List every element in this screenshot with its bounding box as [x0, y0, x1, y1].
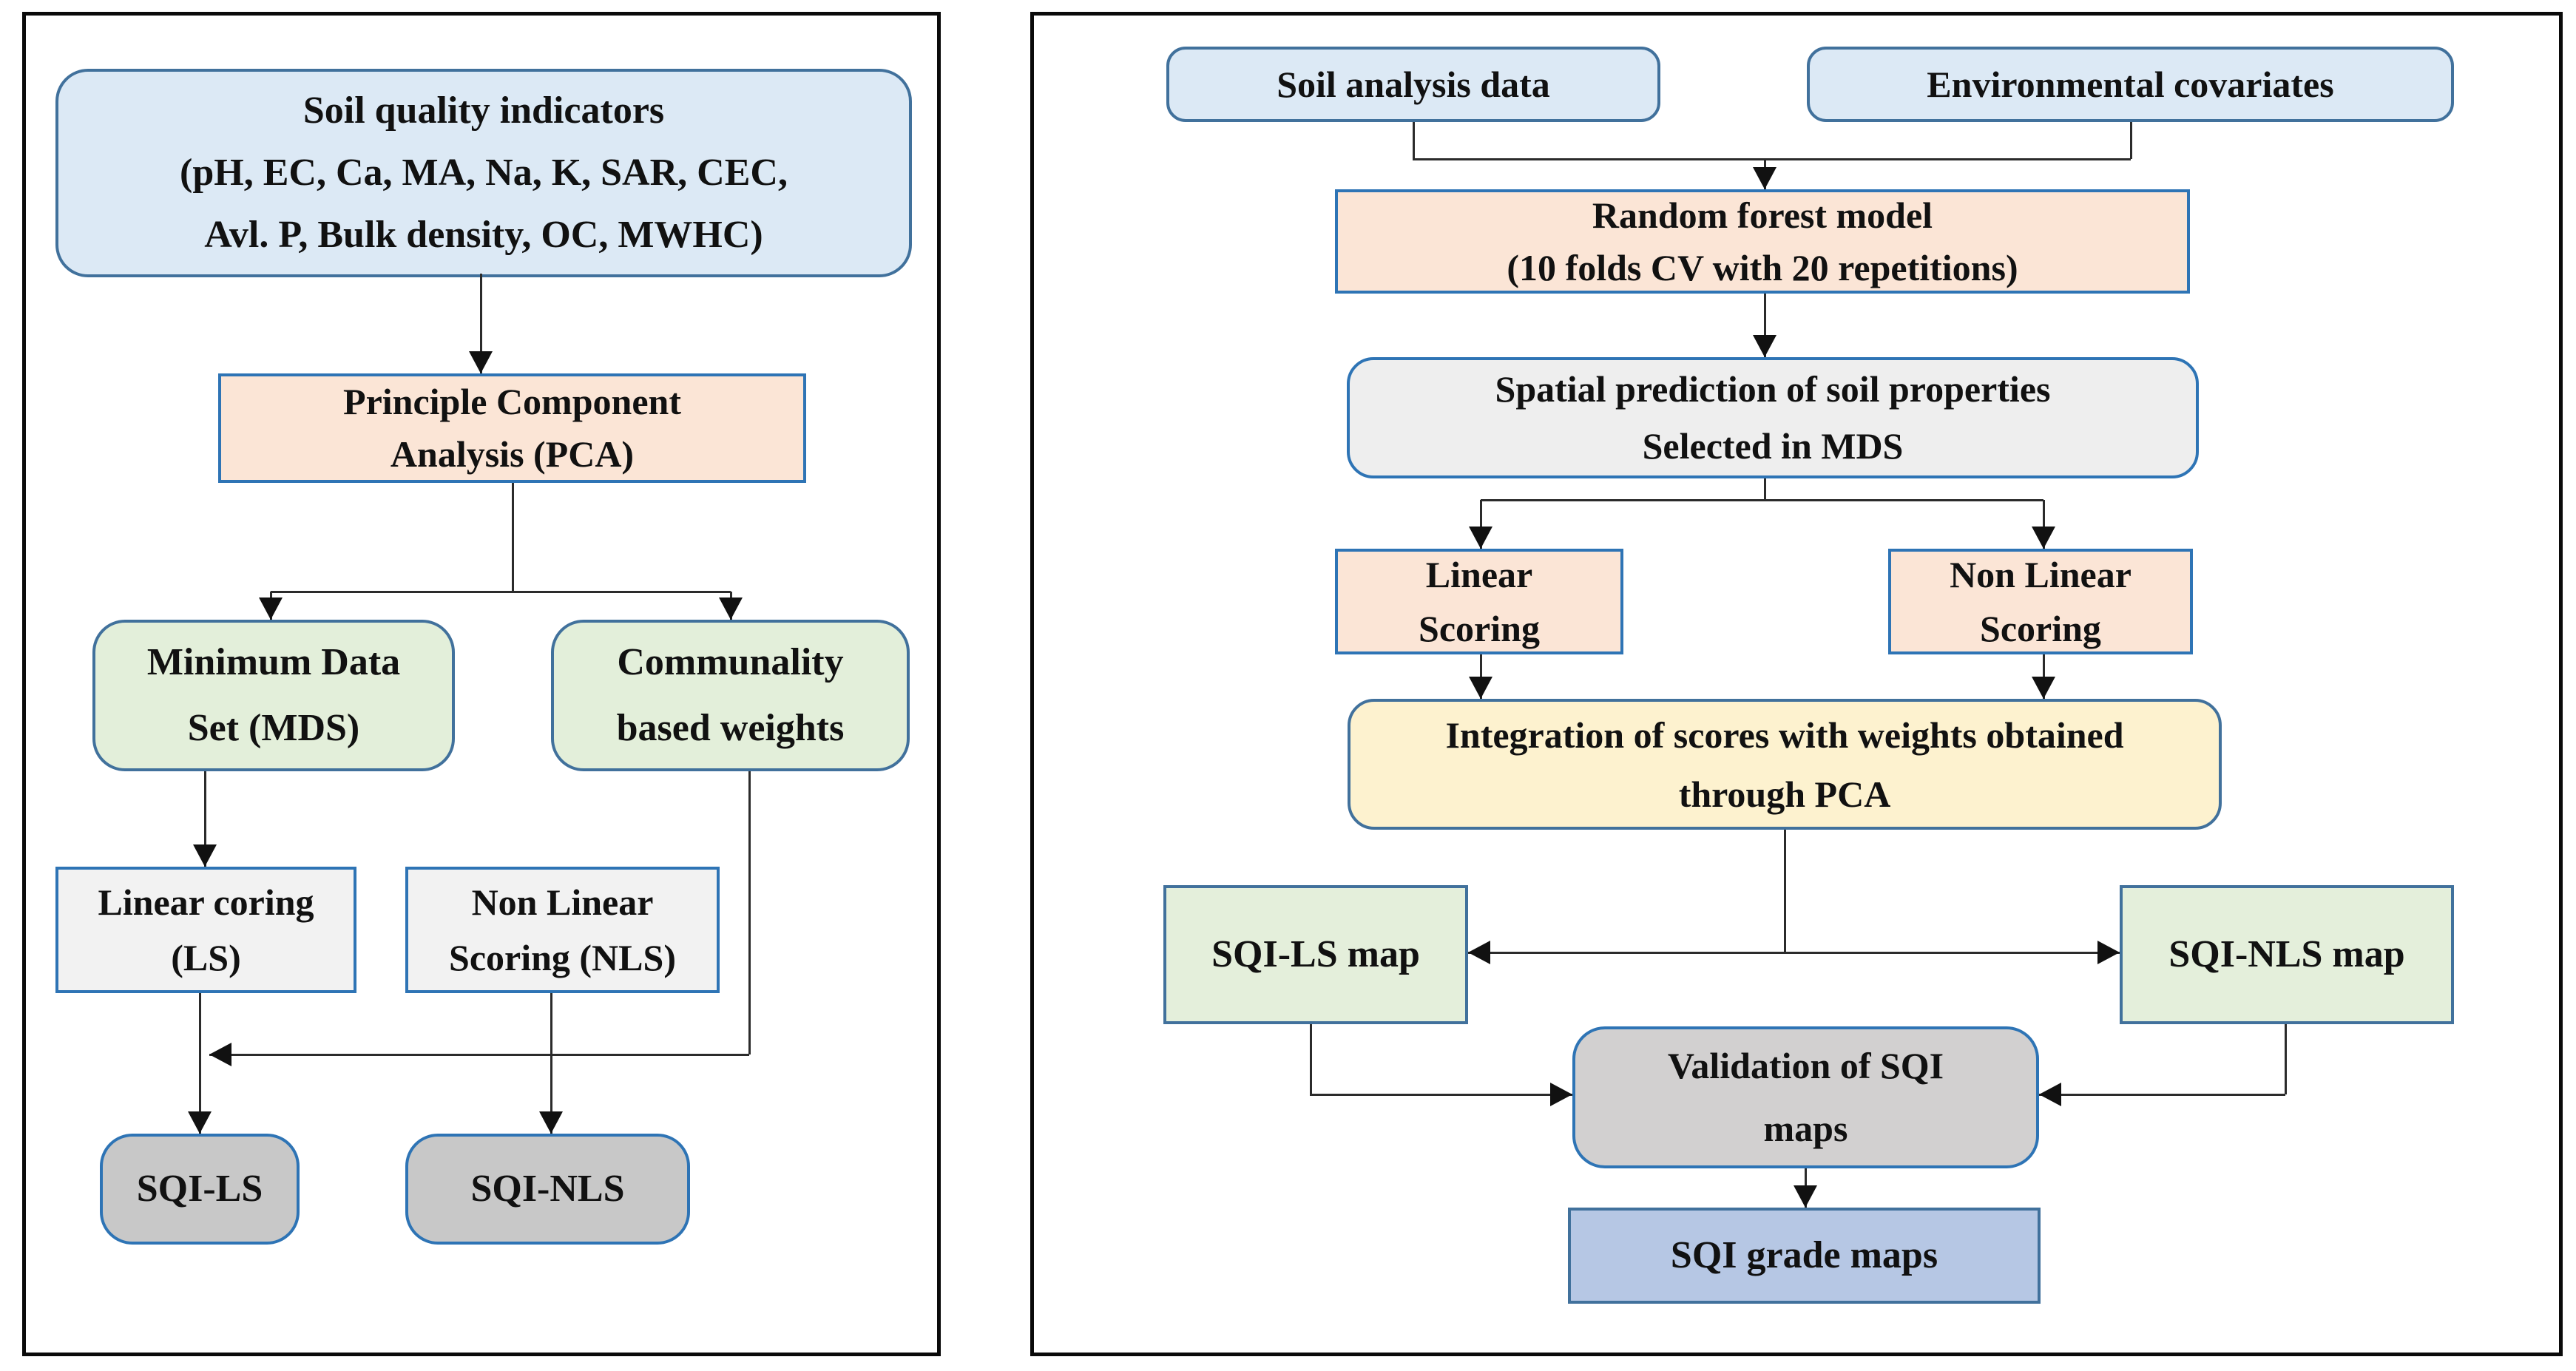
- node-environmental-covariates: Environmental covariates: [1807, 47, 2454, 122]
- connector-rf-to-spatial: [1764, 294, 1766, 357]
- connector-mds-to-ls: [204, 771, 206, 867]
- connector-lsmap-to-validation: [1310, 1094, 1572, 1096]
- connector-split-to-linear: [1480, 500, 1482, 549]
- node-random-forest-model: Random forest model (10 folds CV with 20…: [1335, 189, 2190, 294]
- arrowhead-down-icon: [2032, 527, 2055, 549]
- arrowhead-down-icon: [2032, 677, 2055, 699]
- node-sqi-nls-map: SQI-NLS map: [2120, 885, 2454, 1024]
- arrowhead-right-icon: [1550, 1083, 1572, 1106]
- connector-merge-line: [1413, 158, 2131, 160]
- connector-ls-to-sqils: [199, 993, 201, 1134]
- node-nonlinear-scoring: Non Linear Scoring: [1888, 549, 2193, 654]
- arrowhead-down-icon: [193, 844, 217, 867]
- connector-nlsmap-to-validation: [2039, 1094, 2285, 1096]
- connector-soilanalysis-drop: [1413, 122, 1415, 159]
- arrowhead-down-icon: [1753, 335, 1777, 357]
- node-pca: Principle Component Analysis (PCA): [218, 373, 806, 483]
- connector-lsmap-drop: [1310, 1024, 1312, 1094]
- arrowhead-down-icon: [188, 1111, 212, 1134]
- node-soil-quality-indicators: Soil quality indicators (pH, EC, Ca, MA,…: [55, 69, 912, 277]
- connector-nls-to-sqinls: [550, 993, 552, 1134]
- node-sqi-ls: SQI-LS: [100, 1134, 300, 1245]
- connector-spatial-stem: [1764, 478, 1766, 500]
- connector-spatial-split: [1481, 499, 2043, 501]
- arrowhead-left-icon: [209, 1043, 231, 1066]
- arrowhead-left-icon: [2039, 1083, 2061, 1106]
- node-sqi-grade-maps: SQI grade maps: [1568, 1208, 2041, 1304]
- node-linear-coring-ls: Linear coring (LS): [55, 867, 356, 993]
- node-mds: Minimum Data Set (MDS): [92, 620, 455, 771]
- connector-pca-stem: [512, 483, 514, 592]
- arrowhead-down-icon: [1469, 677, 1492, 699]
- connector-integration-stem: [1784, 830, 1786, 952]
- connector-pca-split: [271, 591, 731, 593]
- node-soil-analysis-data: Soil analysis data: [1166, 47, 1660, 122]
- arrowhead-down-icon: [469, 351, 493, 373]
- arrowhead-right-icon: [2097, 941, 2120, 964]
- node-nonlinear-scoring-nls: Non Linear Scoring (NLS): [405, 867, 720, 993]
- node-communality-weights: Communality based weights: [551, 620, 910, 771]
- node-spatial-prediction: Spatial prediction of soil properties Se…: [1347, 357, 2199, 478]
- node-sqi-ls-map: SQI-LS map: [1163, 885, 1468, 1024]
- arrowhead-down-icon: [1469, 527, 1492, 549]
- arrowhead-left-icon: [1468, 941, 1490, 964]
- connector-communality-to-ls-line: [209, 1054, 749, 1056]
- arrowhead-down-icon: [719, 598, 743, 620]
- node-sqi-nls: SQI-NLS: [405, 1134, 690, 1245]
- connector-communality-drop: [748, 771, 751, 1055]
- connector-maps-split: [1468, 952, 2120, 954]
- arrowhead-down-icon: [1753, 167, 1777, 189]
- arrowhead-down-icon: [539, 1111, 563, 1134]
- connector-soil-to-pca: [480, 274, 482, 373]
- node-integration-pca: Integration of scores with weights obtai…: [1348, 699, 2222, 830]
- connector-nlsmap-drop: [2285, 1024, 2287, 1094]
- connector-envcov-drop: [2130, 122, 2132, 159]
- connector-split-to-nonlinear: [2043, 500, 2045, 549]
- node-linear-scoring: Linear Scoring: [1335, 549, 1623, 654]
- node-validation-sqi-maps: Validation of SQI maps: [1572, 1026, 2039, 1168]
- arrowhead-down-icon: [1794, 1185, 1817, 1208]
- arrowhead-down-icon: [259, 598, 283, 620]
